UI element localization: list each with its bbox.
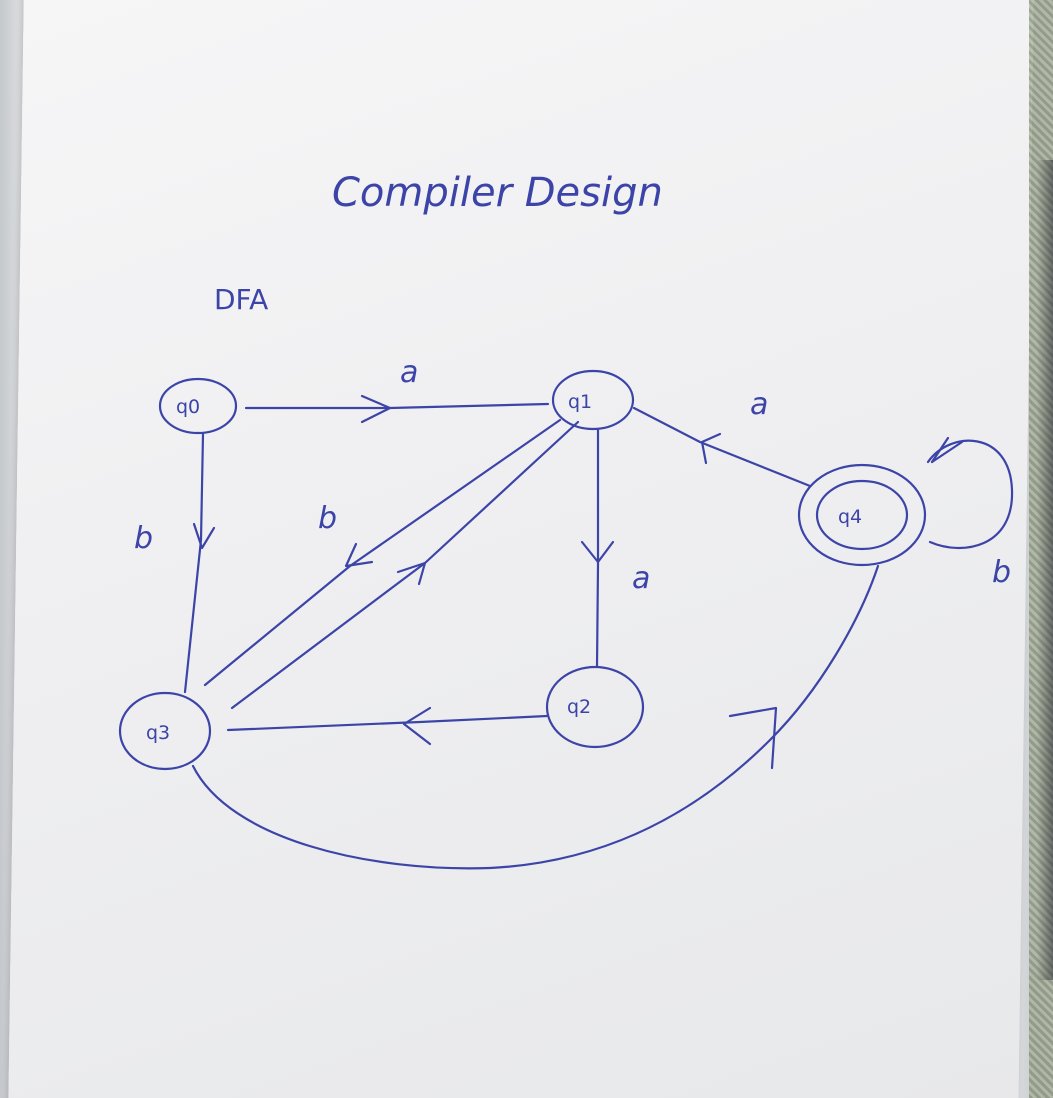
dfa-heading: DFA bbox=[214, 283, 268, 316]
transition-q4-q1-symbol: a bbox=[750, 387, 768, 422]
transition-q3-q1 bbox=[230, 420, 580, 710]
paper-shadow bbox=[1037, 160, 1053, 980]
state-q0-label: q0 bbox=[176, 396, 200, 418]
transition-q0-q3-symbol: b bbox=[134, 521, 153, 556]
transition-q0-q1: a bbox=[244, 355, 550, 424]
transition-q4-q1: a bbox=[632, 387, 812, 488]
state-q2: q2 bbox=[545, 665, 645, 749]
state-q3: q3 bbox=[118, 691, 212, 771]
state-q0: q0 bbox=[158, 377, 238, 435]
transition-q1-q2-symbol: a bbox=[632, 561, 650, 596]
accepting-inner-ring bbox=[815, 479, 909, 551]
state-q1-label: q1 bbox=[568, 391, 592, 413]
transition-q0-q3: b bbox=[134, 432, 216, 694]
state-q1: q1 bbox=[551, 369, 635, 431]
transition-q1-q3-symbol: b bbox=[318, 501, 337, 536]
transition-q4-q4: b bbox=[926, 436, 1014, 590]
transition-q1-q3: b bbox=[203, 418, 562, 687]
transition-q3-q4 bbox=[191, 564, 880, 870]
transition-q2-q3 bbox=[226, 706, 549, 746]
state-q4-label: q4 bbox=[838, 506, 862, 528]
page-title: Compiler Design bbox=[332, 170, 663, 216]
state-q4: q4 bbox=[797, 463, 927, 567]
state-q3-label: q3 bbox=[146, 722, 170, 744]
state-q2-label: q2 bbox=[567, 696, 591, 718]
transition-q1-q2: a bbox=[580, 427, 650, 669]
transition-q0-q1-symbol: a bbox=[400, 355, 418, 390]
transition-q4-q4-symbol: b bbox=[992, 555, 1011, 590]
